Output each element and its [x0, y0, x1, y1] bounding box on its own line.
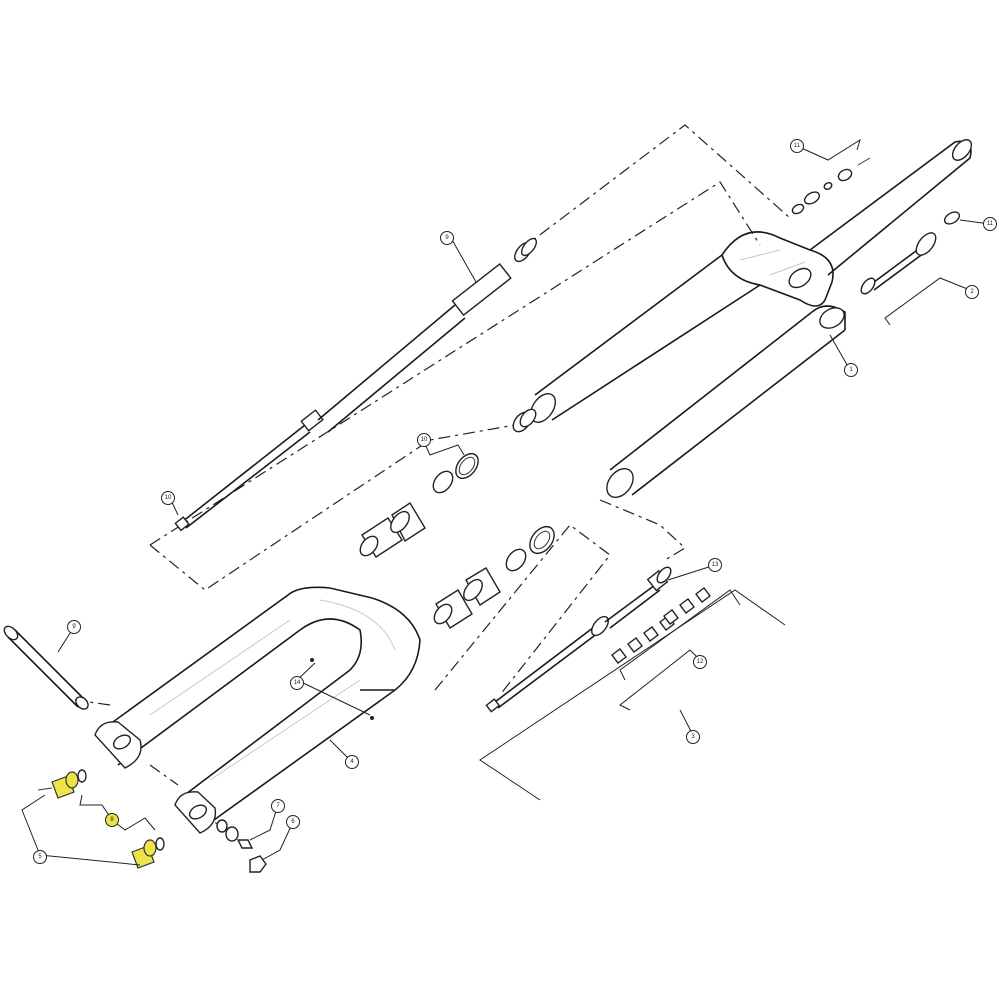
callout-11-top: 11: [790, 139, 804, 153]
highlighted-parts: [51, 769, 165, 869]
svg-text:2: 2: [970, 289, 974, 295]
callout-10-seal: 10: [417, 433, 431, 447]
svg-text:9: 9: [445, 235, 449, 241]
svg-text:6: 6: [291, 819, 295, 825]
crown-steerer-assembly: [529, 139, 973, 499]
svg-text:4: 4: [350, 759, 354, 765]
alignment-lines: [74, 124, 791, 831]
damper-assembly: [485, 566, 711, 713]
footnut-hardware: [37, 787, 267, 873]
svg-text:14: 14: [294, 680, 301, 686]
callout-12-springs: 12: [693, 655, 707, 669]
callout-9-left: 9: [67, 620, 81, 634]
callout-1-crown: 1: [844, 363, 858, 377]
svg-text:13: 13: [712, 562, 719, 568]
callout-6-nut: 6: [286, 815, 300, 829]
top-cap-parts: [791, 157, 961, 295]
svg-text:8: 8: [110, 817, 114, 823]
svg-text:11: 11: [987, 221, 994, 227]
callout-2-air: 2: [965, 285, 979, 299]
svg-text:10: 10: [165, 495, 172, 501]
svg-text:9: 9: [72, 624, 76, 630]
callout-10-upper: 10: [161, 491, 175, 505]
svg-text:11: 11: [794, 143, 801, 149]
seal-and-bushing-parts: [359, 408, 555, 629]
svg-text:7: 7: [276, 803, 280, 809]
svg-text:10: 10: [421, 437, 428, 443]
callout-bubbles: 9 9 10 10 11 11 12 13 14 1 2 3 4 5 6 7 8: [33, 139, 997, 864]
lower-leg-casting: [94, 586, 421, 834]
callout-13-damper-top: 13: [708, 558, 722, 572]
svg-text:12: 12: [697, 659, 704, 665]
leader-lines: [21, 138, 991, 866]
svg-text:1: 1: [849, 367, 853, 373]
callout-8-axle: 8: [105, 813, 119, 827]
callout-3-damper: 3: [686, 730, 700, 744]
callout-11-cap: 11: [983, 217, 997, 231]
thru-axle: [3, 625, 89, 710]
callout-7-bolt: 7: [271, 799, 285, 813]
callout-5-footnut: 5: [33, 850, 47, 864]
callout-14-lower: 14: [290, 676, 304, 690]
svg-text:3: 3: [691, 734, 695, 740]
air-shaft-assembly: [174, 237, 538, 532]
callout-9-upper: 9: [440, 231, 454, 245]
callout-4-lowers: 4: [345, 755, 359, 769]
svg-text:5: 5: [38, 854, 42, 860]
